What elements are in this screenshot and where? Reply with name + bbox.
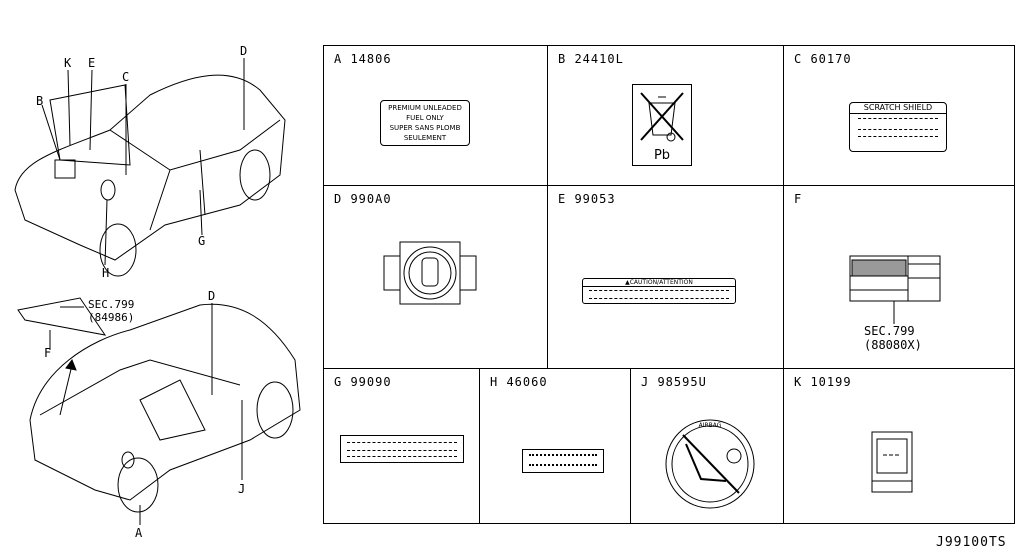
callout-d-top: D xyxy=(240,44,248,58)
recycle-label: Pb xyxy=(632,84,692,166)
callout-f: F xyxy=(44,346,52,360)
label-line: PREMIUM UNLEADED xyxy=(388,104,462,112)
diagram-code: J99100TS xyxy=(936,535,1007,550)
leader-lines xyxy=(41,58,245,525)
callout-j: J xyxy=(238,482,246,496)
car-rear-view xyxy=(17,297,301,513)
sec-number: SEC.799 xyxy=(88,298,135,311)
label-k-icon xyxy=(871,431,913,493)
callout-h: H xyxy=(102,266,110,280)
arabic-label xyxy=(522,449,604,473)
tire-info-label xyxy=(849,255,941,324)
crossed-bin-icon xyxy=(640,92,684,142)
cell-e: E 99053 ▲CAUTION/ATTENTION xyxy=(547,185,784,369)
cell-a: A 14806 PREMIUM UNLEADED FUEL ONLY SUPER S… xyxy=(323,45,548,186)
vehicle-drawings xyxy=(14,58,301,525)
part-number: (88080X) xyxy=(864,338,922,352)
cell-d: D 990A0 xyxy=(323,185,548,369)
label-title: SCRATCH SHIELD xyxy=(850,103,946,114)
label-line: SEULEMENT xyxy=(403,134,447,142)
callout-d-bottom: D xyxy=(208,289,216,303)
cell-k: K 10199 xyxy=(783,368,1015,524)
scratch-shield-label: SCRATCH SHIELD xyxy=(849,102,947,152)
part-code: A 14806 xyxy=(334,52,392,66)
label-title: ▲CAUTION/ATTENTION xyxy=(583,279,735,287)
label-line: SUPER SANS PLOMB xyxy=(389,124,461,132)
cell-g: G 99090 xyxy=(323,368,480,524)
car-front-view xyxy=(14,74,286,277)
callout-e: E xyxy=(88,56,96,70)
callout-k: K xyxy=(64,56,72,70)
cell-j: J 98595U AIRBAG xyxy=(630,368,784,524)
cell-b: B 24410L Pb xyxy=(547,45,784,186)
airbag-text: AIRBAG xyxy=(698,422,722,429)
fuel-label: PREMIUM UNLEADED FUEL ONLY SUPER SANS PLOM… xyxy=(380,100,470,146)
part-code: H 46060 xyxy=(490,375,548,389)
part-number: (84986) xyxy=(88,311,135,324)
part-code: E 99053 xyxy=(558,192,616,206)
part-code: B 24410L xyxy=(558,52,624,66)
callout-c: C xyxy=(122,70,130,84)
cell-c: C 60170 SCRATCH SHIELD xyxy=(783,45,1015,186)
cell-h: H 46060 xyxy=(479,368,631,524)
sec-number: SEC.799 xyxy=(864,324,915,338)
caution-label: ▲CAUTION/ATTENTION xyxy=(582,278,736,304)
no-child-seat-airbag-icon xyxy=(665,419,755,509)
label-plate xyxy=(340,435,464,463)
callout-a: A xyxy=(135,526,143,540)
pb-text: Pb xyxy=(653,148,671,163)
tire-label-icon xyxy=(383,241,477,305)
sec-ref-left: SEC.799(84986) xyxy=(88,298,134,324)
part-code: G 99090 xyxy=(334,375,392,389)
part-code: C 60170 xyxy=(794,52,852,66)
label-line: FUEL ONLY xyxy=(406,114,444,122)
part-code: K 10199 xyxy=(794,375,852,389)
part-code: F xyxy=(794,192,803,206)
sec-ref-f: SEC.799(88080X) xyxy=(864,324,922,352)
cell-f: F SEC.799(88080X) xyxy=(783,185,1015,369)
part-code: D 990A0 xyxy=(334,192,392,206)
callout-g: G xyxy=(198,234,206,248)
callout-b: B xyxy=(36,94,44,108)
part-code: J 98595U xyxy=(641,375,707,389)
